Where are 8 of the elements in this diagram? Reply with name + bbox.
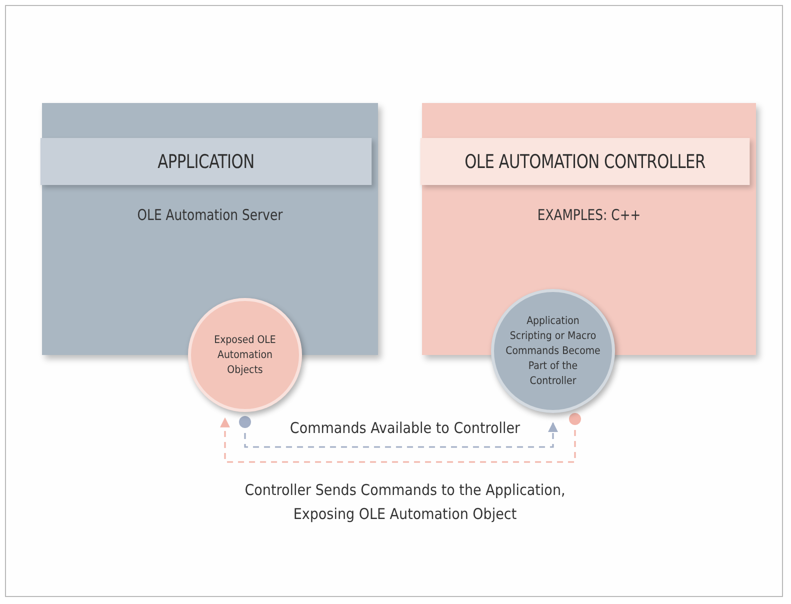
- subtitle: EXAMPLES: C++: [536, 205, 642, 226]
- title-band: APPLICATION: [40, 138, 372, 185]
- dashed-arrow: [220, 412, 581, 463]
- circle-text: Exposed OLE Automation Objects: [213, 332, 277, 378]
- dashed-arrow: [239, 416, 558, 448]
- title-band: OLE AUTOMATION CONTROLLER: [420, 138, 750, 185]
- subtitle: OLE Automation Server: [136, 205, 284, 226]
- circle-text: Application Scripting or Macro Commands Become Part of the Controller: [504, 314, 602, 388]
